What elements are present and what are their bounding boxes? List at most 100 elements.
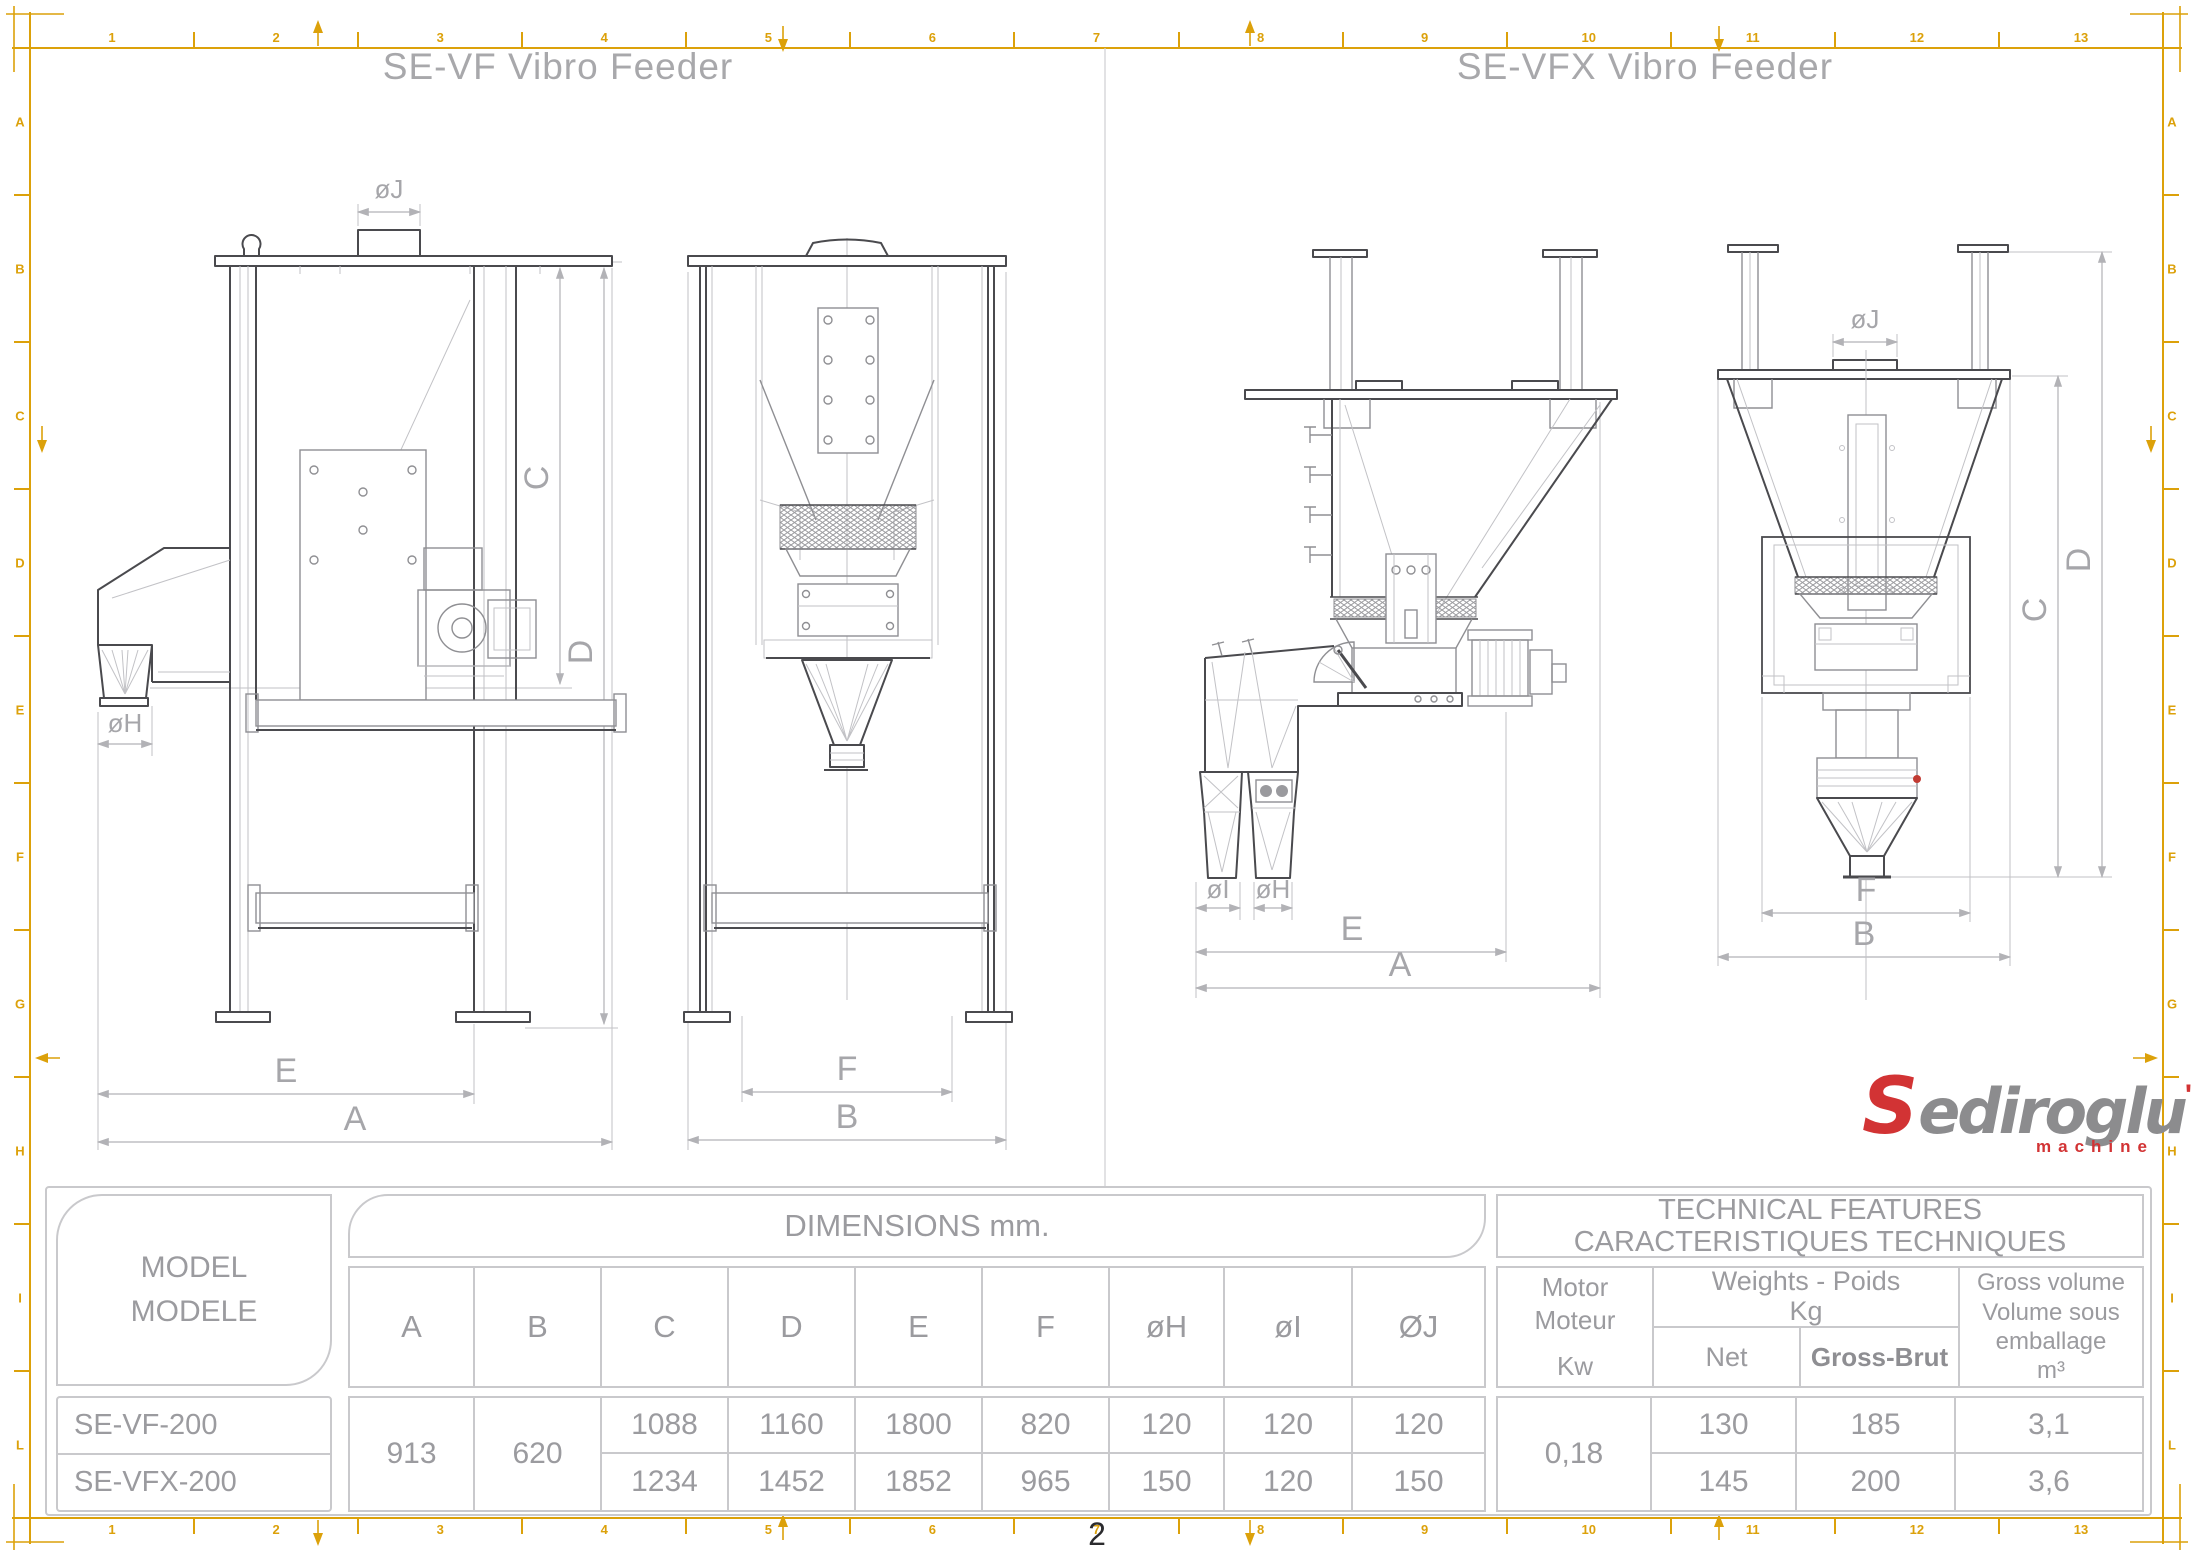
ruler-row-label-right: L [2168,1437,2176,1452]
ruler-tick [14,1076,30,1078]
ruler-tick [357,32,360,48]
motor-header-unit: Kw [1556,1351,1594,1382]
ruler-tick [1341,32,1344,48]
model-name-sevfx: SE-VFX-200 [74,1466,237,1498]
drawing-sevf-side: øJ C D øH E A [96,174,627,1150]
value-gross-row2: 200 [1797,1454,1956,1510]
volume-header-line2: Volume sous [1982,1298,2120,1326]
value-volume-row1: 3,1 [1956,1398,2142,1454]
value-c-row2: 1452 [729,1454,856,1510]
title-sevfx: SE-VFX Vibro Feeder [1456,46,1834,87]
technical-values: 0,18 130 185 3,1 145 200 3,6 [1496,1396,2144,1512]
ruler-tick [1997,1518,2000,1534]
page-number: 2 [1088,1516,1106,1552]
ruler-col-label-bottom: 9 [1421,1522,1429,1537]
volume-header: Gross volume Volume sous emballage m³ [1960,1268,2142,1386]
value-oj-row1: 120 [1353,1398,1484,1454]
ruler-tick [849,1518,852,1534]
dim-label-oj: øJ [1851,304,1880,334]
drawing-sevfx-front: øJ C D F B [1716,244,2112,1000]
ruler-row-label-left: C [15,408,25,423]
ruler-tick [2163,1223,2179,1225]
weights-title-line2: Kg [1789,1296,1823,1326]
ruler-col-label-top: 11 [1745,30,1760,45]
ruler-tick [1013,32,1016,48]
value-oh-row2: 150 [1110,1454,1225,1510]
ruler-col-label-bottom: 5 [764,1522,772,1537]
col-header-oh: øH [1110,1268,1225,1386]
ruler-col-label-top: 10 [1581,30,1596,45]
model-header: MODEL MODELE [56,1194,332,1386]
title-sevf: SE-VF Vibro Feeder [382,46,734,87]
ruler-col-label-top: 2 [272,30,280,45]
ruler-row-label-left: L [16,1437,24,1452]
ruler-tick [2163,929,2179,931]
ruler-row-label-left: B [15,261,25,276]
model-header-line1: MODEL [140,1251,248,1284]
model-name-sevf: SE-VF-200 [58,1398,330,1455]
dim-label-d: D [562,640,600,665]
dim-label-c: C [518,466,556,491]
ruler-tick [193,32,196,48]
dim-label-f: F [837,1050,858,1088]
ruler-row-label-left: E [15,702,25,717]
ruler-tick [2163,488,2179,490]
value-gross-row1: 185 [1797,1398,1956,1454]
ruler-col-label-bottom: 12 [1909,1522,1925,1537]
value-oi-row2: 120 [1225,1454,1353,1510]
ruler-tick [1669,1518,1672,1534]
dim-label-oj: øJ [375,174,404,204]
ruler-row-label-right: G [2166,996,2178,1011]
tech-header-line1: TECHNICAL FEATURES [1658,1193,1982,1226]
ruler-tick [1997,32,2000,48]
volume-header-line3: emballage [1995,1328,2107,1355]
ruler-tick [14,488,30,490]
ruler-tick [2163,341,2179,343]
value-e-row2: 965 [983,1454,1110,1510]
ruler-col-label-bottom: 1 [108,1522,116,1537]
ruler-col-label-bottom: 2 [272,1522,280,1537]
tech-header-line2: CARACTERISTIQUES TECHNIQUES [1573,1226,2067,1258]
col-header-b: B [475,1268,602,1386]
dim-label-f: F [1856,871,1877,909]
ruler-row-label-right: D [2167,555,2177,570]
drawing-sevf-front: F B [683,238,1013,1150]
value-oi-row1: 120 [1225,1398,1353,1454]
value-b-shared: 913 [350,1398,475,1510]
volume-header-unit: m³ [2037,1357,2065,1385]
ruler-col-label-top: 1 [108,30,116,45]
value-oj-row2: 150 [1393,1465,1444,1498]
dim-label-oh: øH [1256,874,1291,904]
ruler-col-label-bottom: 13 [2073,1522,2089,1537]
ruler-tick [1833,32,1836,48]
value-f-shared: 620 [475,1398,602,1510]
motor-header: Motor Moteur Kw [1498,1268,1654,1386]
ruler-tick [1177,1518,1180,1534]
ruler-tick [14,782,30,784]
sheet-frame [6,6,2188,1550]
ruler-col-label-top: 13 [2073,30,2089,45]
ruler-tick [1833,1518,1836,1534]
ruler-row-label-right: I [2170,1290,2174,1305]
volume-header-line1: Gross volume [1976,1269,2126,1297]
ruler-row-label-right: F [2168,849,2176,864]
weights-title-line1: Weights - Poids [1711,1266,1901,1297]
ruler-col-label-top: 9 [1421,30,1429,45]
ruler-tick [1505,1518,1508,1534]
dim-label-b: B [1853,915,1876,953]
brand-logo-tick: ' [2184,1079,2192,1112]
col-header-oj: ØJ [1398,1309,1439,1344]
motor-header-en: Motor [1541,1272,1609,1303]
ruler-col-label-bottom: 4 [600,1522,608,1537]
ruler-tick [2163,635,2179,637]
value-net-row1: 130 [1652,1398,1797,1454]
ruler-row-label-right: A [2167,114,2177,129]
brand-logo-tagline: machine [2036,1137,2154,1156]
ruler-col-label-bottom: 7 [1092,1522,1101,1537]
brand-logo-name: ediroglu [1918,1075,2188,1148]
value-net-row2: 145 [1652,1454,1797,1510]
ruler-row-label-left: D [15,555,25,570]
dim-label-d: D [2060,548,2098,573]
